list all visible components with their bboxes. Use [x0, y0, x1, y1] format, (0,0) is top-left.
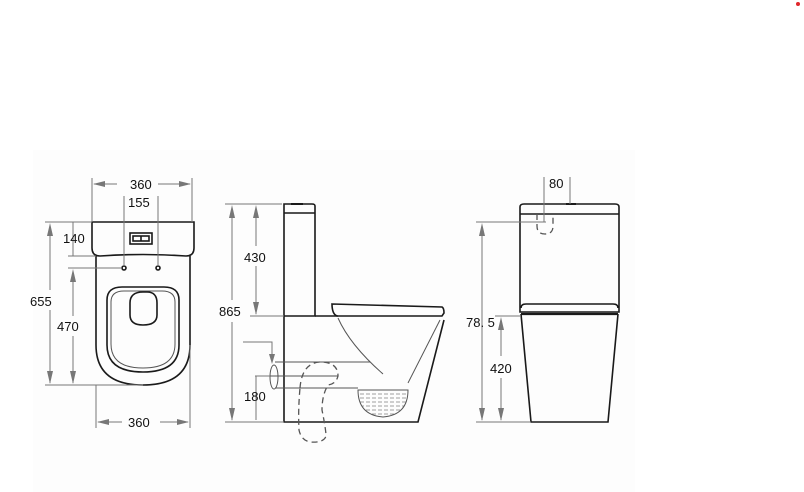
dim-seat-height: 420 [490, 361, 512, 376]
dim-button-offset: 80 [549, 176, 563, 191]
bolt-hole-icon [155, 265, 161, 271]
flush-button-icon [129, 232, 153, 245]
drawing-panel [33, 150, 635, 492]
dim-bowl-width: 360 [128, 415, 150, 430]
front-view: 80 78. 5 420 [466, 176, 620, 423]
dim-tank-depth: 140 [63, 231, 85, 246]
red-marker-dot [796, 2, 800, 6]
bolt-hole-icon [121, 265, 127, 271]
side-view: 865 430 180 [219, 203, 445, 443]
dim-tank-width: 360 [130, 177, 152, 192]
dim-total-height: 865 [219, 304, 241, 319]
top-view: 360 155 655 140 470 360 [30, 177, 195, 430]
dim-bolt-spacing: 155 [128, 195, 150, 210]
dim-tank-height: 430 [244, 250, 266, 265]
dim-bowl-length: 470 [57, 319, 79, 334]
dim-total-length: 655 [30, 294, 52, 309]
dim-inlet-height: 78. 5 [466, 315, 495, 330]
dim-outlet-height: 180 [244, 389, 266, 404]
